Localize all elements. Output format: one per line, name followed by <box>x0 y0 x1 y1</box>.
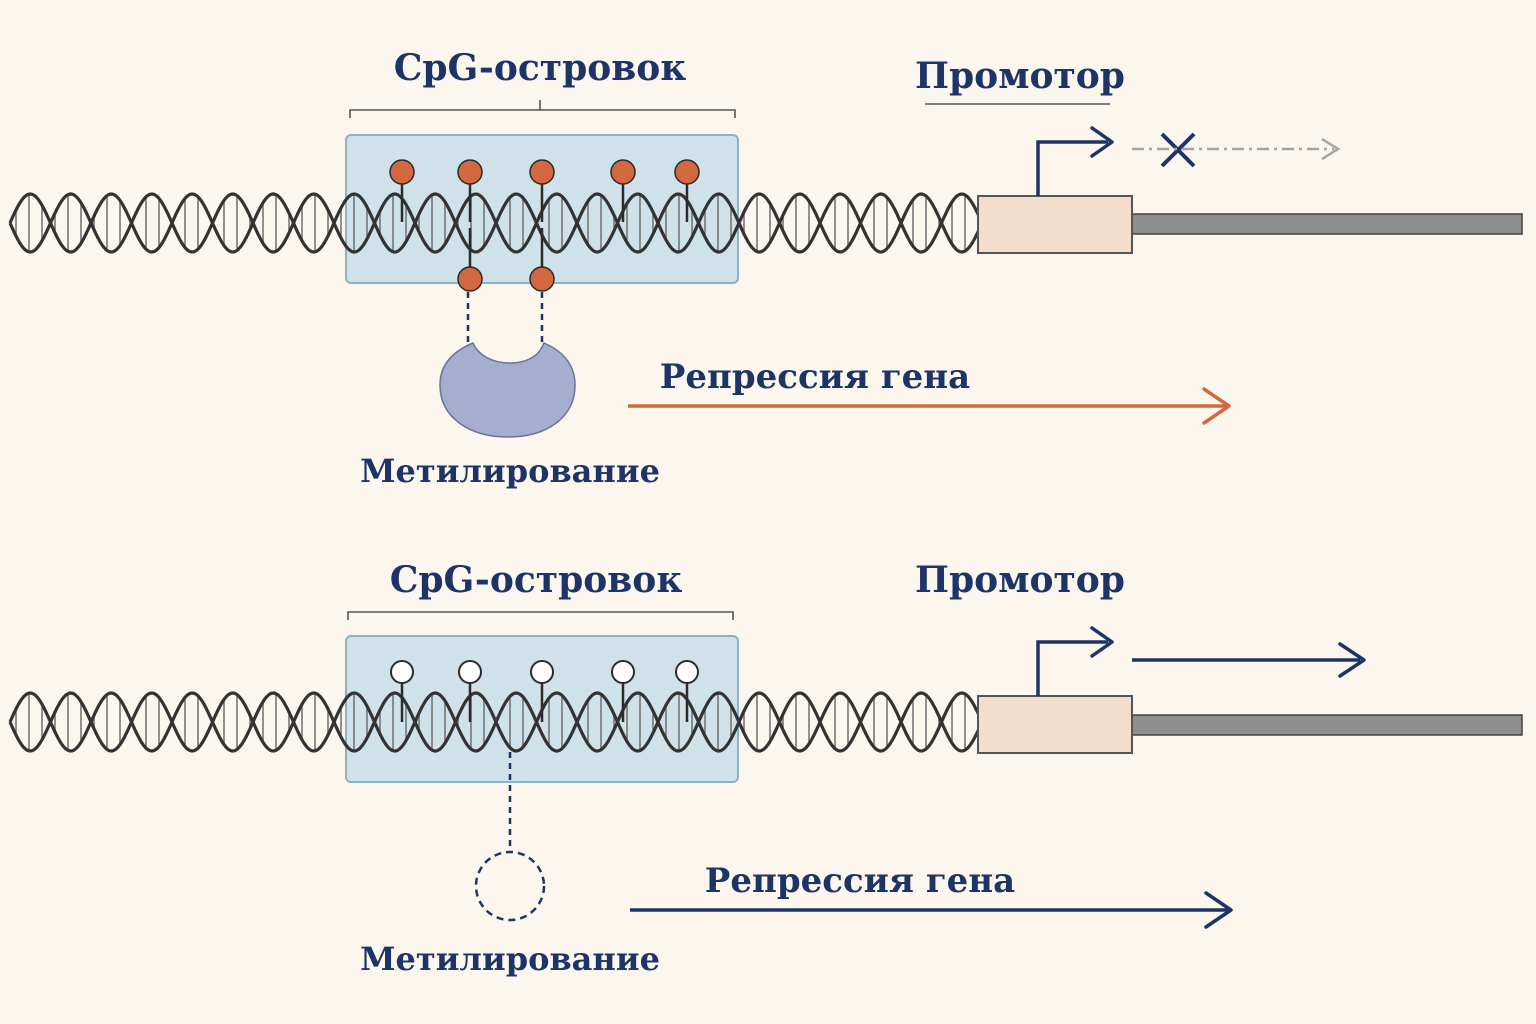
gene-body-bar <box>1129 714 1523 736</box>
gene-repression-arrow <box>628 387 1231 425</box>
dna-double-helix <box>8 192 982 254</box>
methyl-group <box>529 266 555 292</box>
blocked-transcription-icon <box>1160 132 1196 168</box>
panel-unmethylated: CpG-островок Промотор Метилирование Репр… <box>8 559 1523 978</box>
panel-methylated: CpG-островок Промотор Метилирование Р <box>8 47 1523 490</box>
blocked-transcript-arrow <box>1132 137 1341 161</box>
active-transcript-arrow <box>1132 642 1366 678</box>
methyl-groups-upper <box>389 159 700 222</box>
absent-protein-outline <box>474 850 546 922</box>
methylation-label: Метилирование <box>360 452 660 490</box>
unmethylated-site <box>530 660 554 722</box>
methyl-group <box>457 159 483 222</box>
methyl-group <box>457 266 483 292</box>
unmethylated-site <box>611 660 635 722</box>
dna-double-helix <box>8 691 982 753</box>
promoter-box <box>977 695 1133 754</box>
cpg-island-bracket <box>349 100 736 118</box>
methyl-group <box>674 159 700 222</box>
unmethylated-site <box>458 660 482 722</box>
dna-strand <box>8 192 982 254</box>
transcription-start-arrow <box>1036 626 1114 696</box>
unmethylated-site <box>390 660 414 722</box>
dna-strand <box>8 691 982 753</box>
unmethylated-cpg-sites <box>390 660 699 722</box>
methylation-label: Метилирование <box>360 940 660 978</box>
methyl-group <box>610 159 636 222</box>
cpg-island-label: CpG-островок <box>390 559 683 601</box>
unmethylated-site <box>675 660 699 722</box>
transcription-start-arrow <box>1036 126 1114 196</box>
gene-body-bar <box>1129 213 1523 235</box>
promoter-label: Промотор <box>915 55 1125 97</box>
gene-repression-arrow <box>630 891 1233 929</box>
methyl-binding-protein <box>439 341 576 438</box>
cpg-island-label: CpG-островок <box>394 47 687 89</box>
methyl-group <box>529 159 555 222</box>
promoter-label: Промотор <box>915 559 1125 601</box>
methyl-group <box>389 159 415 222</box>
promoter-box <box>977 195 1133 254</box>
methyl-groups-lower <box>457 228 555 352</box>
gene-repression-label: Репрессия гена <box>660 357 970 397</box>
gene-repression-label: Репрессия гена <box>705 861 1015 901</box>
cpg-island-bracket <box>347 611 734 620</box>
